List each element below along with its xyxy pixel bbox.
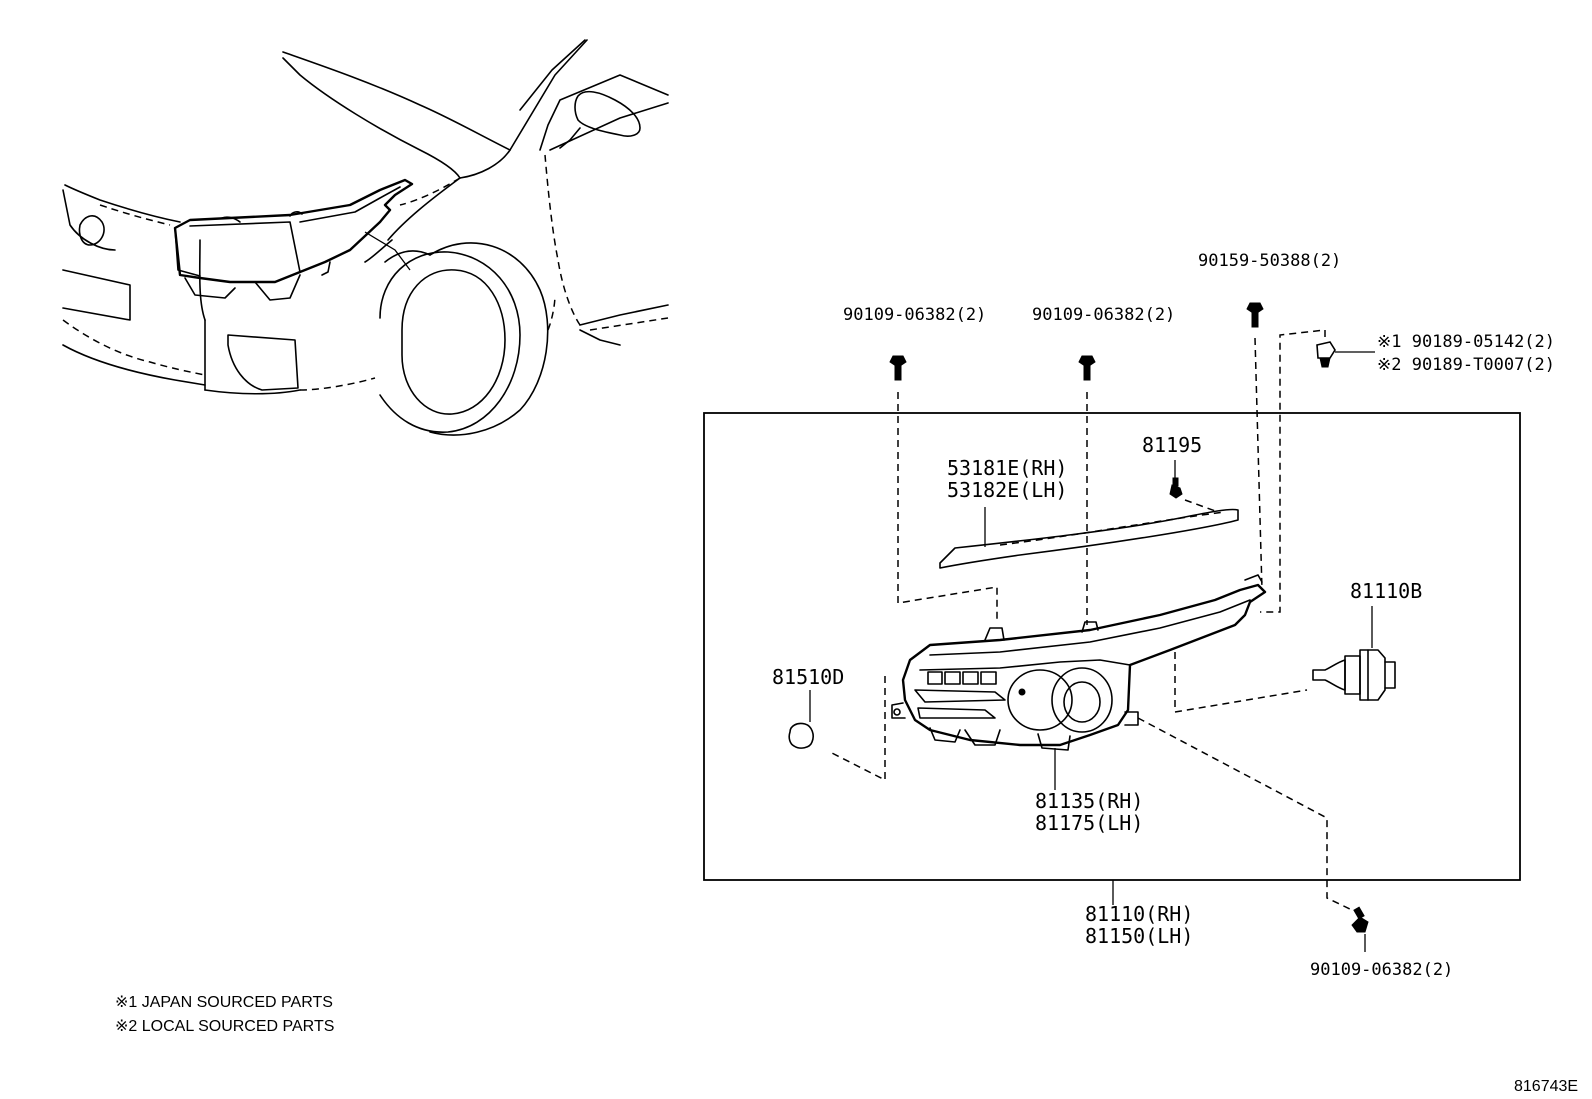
screw-81195-icon [1169, 477, 1183, 499]
label-assy-lh: 81150(LH) [1085, 924, 1193, 948]
label-socket-lh: 81175(LH) [1035, 811, 1143, 835]
cap-leader-dash [829, 676, 886, 782]
headlamp-assembly-icon [891, 574, 1267, 751]
diagram-reference-number: 816743E [1514, 1078, 1578, 1095]
car-front-illustration [62, 39, 669, 436]
bulb-leader-dash [1174, 652, 1308, 713]
label-socket-rh: 81135(RH) [1035, 789, 1143, 813]
label-bolt-bottom: 90109-06382(2) [1310, 960, 1453, 980]
label-clip-japan: ※1 90189-05142(2) [1377, 332, 1555, 352]
garnish-strip-icon [939, 508, 1239, 569]
label-cap: 81510D [772, 665, 844, 689]
label-screw-top: 90159-50388(2) [1198, 251, 1341, 271]
label-81195: 81195 [1142, 433, 1202, 457]
label-bulb: 81110B [1350, 579, 1422, 603]
screw-top-leader [1254, 337, 1263, 591]
label-bolt-left: 90109-06382(2) [843, 305, 986, 325]
label-garnish-lh: 53182E(LH) [947, 478, 1067, 502]
screw-top-icon [1246, 302, 1264, 328]
bulb-icon [1312, 649, 1396, 701]
label-garnish-rh: 53181E(RH) [947, 456, 1067, 480]
assembly-outline-box [703, 412, 1521, 881]
bolt-mid-icon [1078, 355, 1096, 381]
bolt-bottom-icon [1351, 906, 1369, 933]
bolt-left-leader [897, 392, 998, 620]
label-bolt-mid: 90109-06382(2) [1032, 305, 1175, 325]
screw-81195-dash [1184, 499, 1219, 513]
label-assy-rh: 81110(RH) [1085, 902, 1193, 926]
note-japan-sourced: ※1 JAPAN SOURCED PARTS [115, 994, 333, 1011]
label-clip-local: ※2 90189-T0007(2) [1377, 355, 1555, 375]
clip-leader [1260, 329, 1326, 613]
bottom-bolt-dash [1137, 717, 1353, 911]
clip-icon [1316, 341, 1375, 368]
note-local-sourced: ※2 LOCAL SOURCED PARTS [115, 1018, 334, 1035]
cap-icon [788, 722, 814, 749]
bolt-left-icon [889, 355, 907, 381]
